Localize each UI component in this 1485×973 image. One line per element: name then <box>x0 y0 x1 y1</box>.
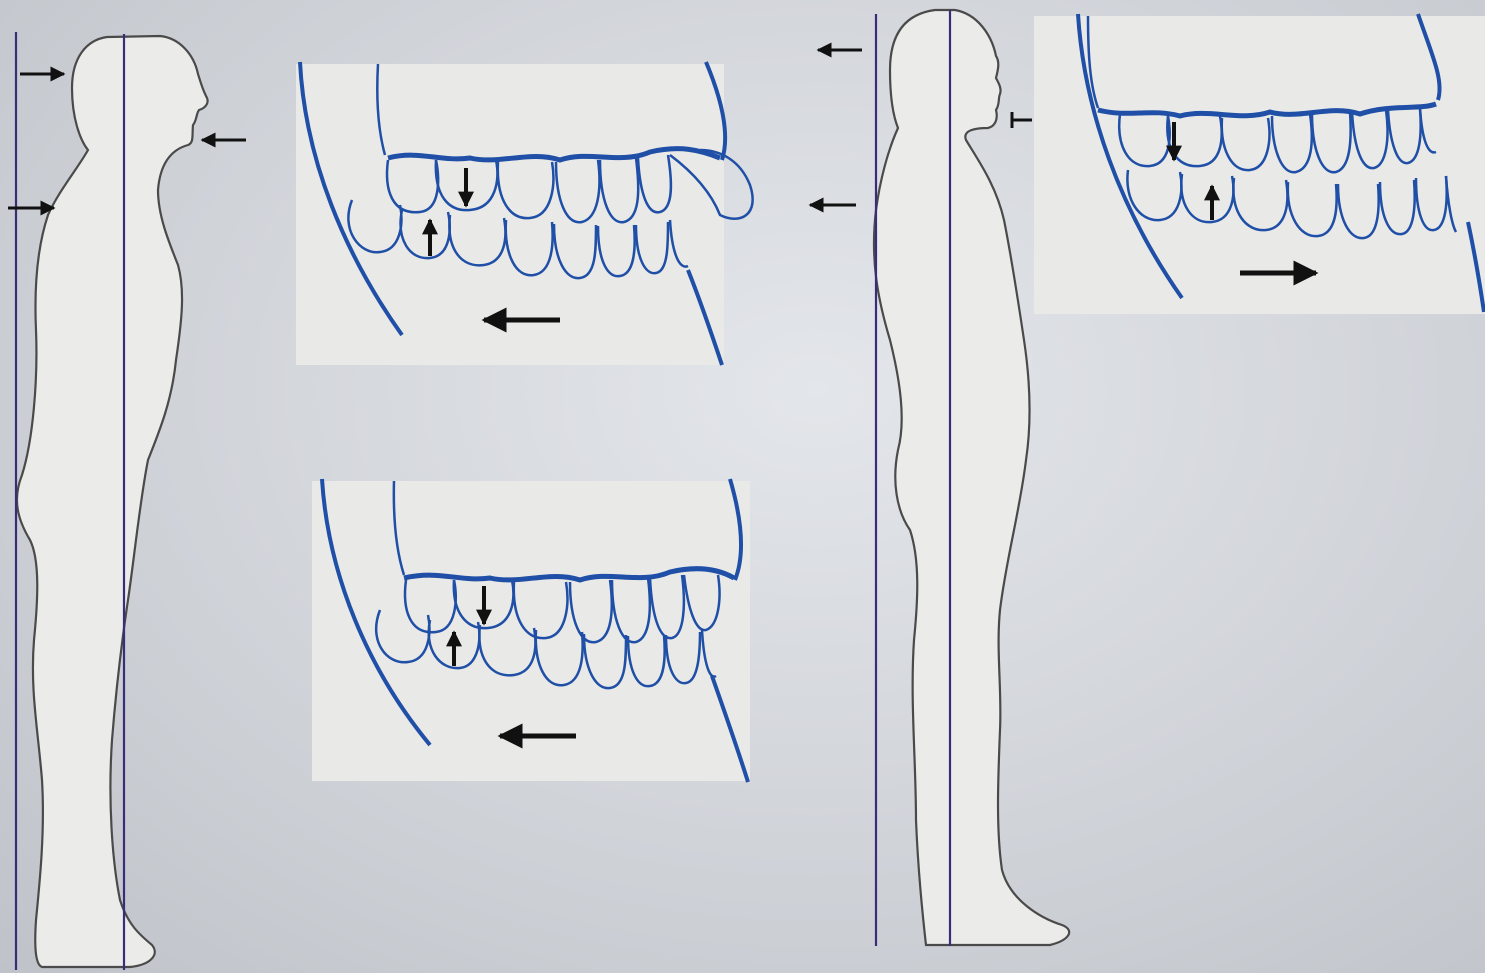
occlusion-panel-top-right <box>1034 14 1485 314</box>
slouched-body-silhouette <box>17 36 208 967</box>
slouched-body-figure <box>8 32 246 970</box>
upright-body-figure <box>810 10 1069 946</box>
occlusion-panel-top-left <box>296 62 753 365</box>
occlusion-panel-bottom-left <box>312 479 750 782</box>
